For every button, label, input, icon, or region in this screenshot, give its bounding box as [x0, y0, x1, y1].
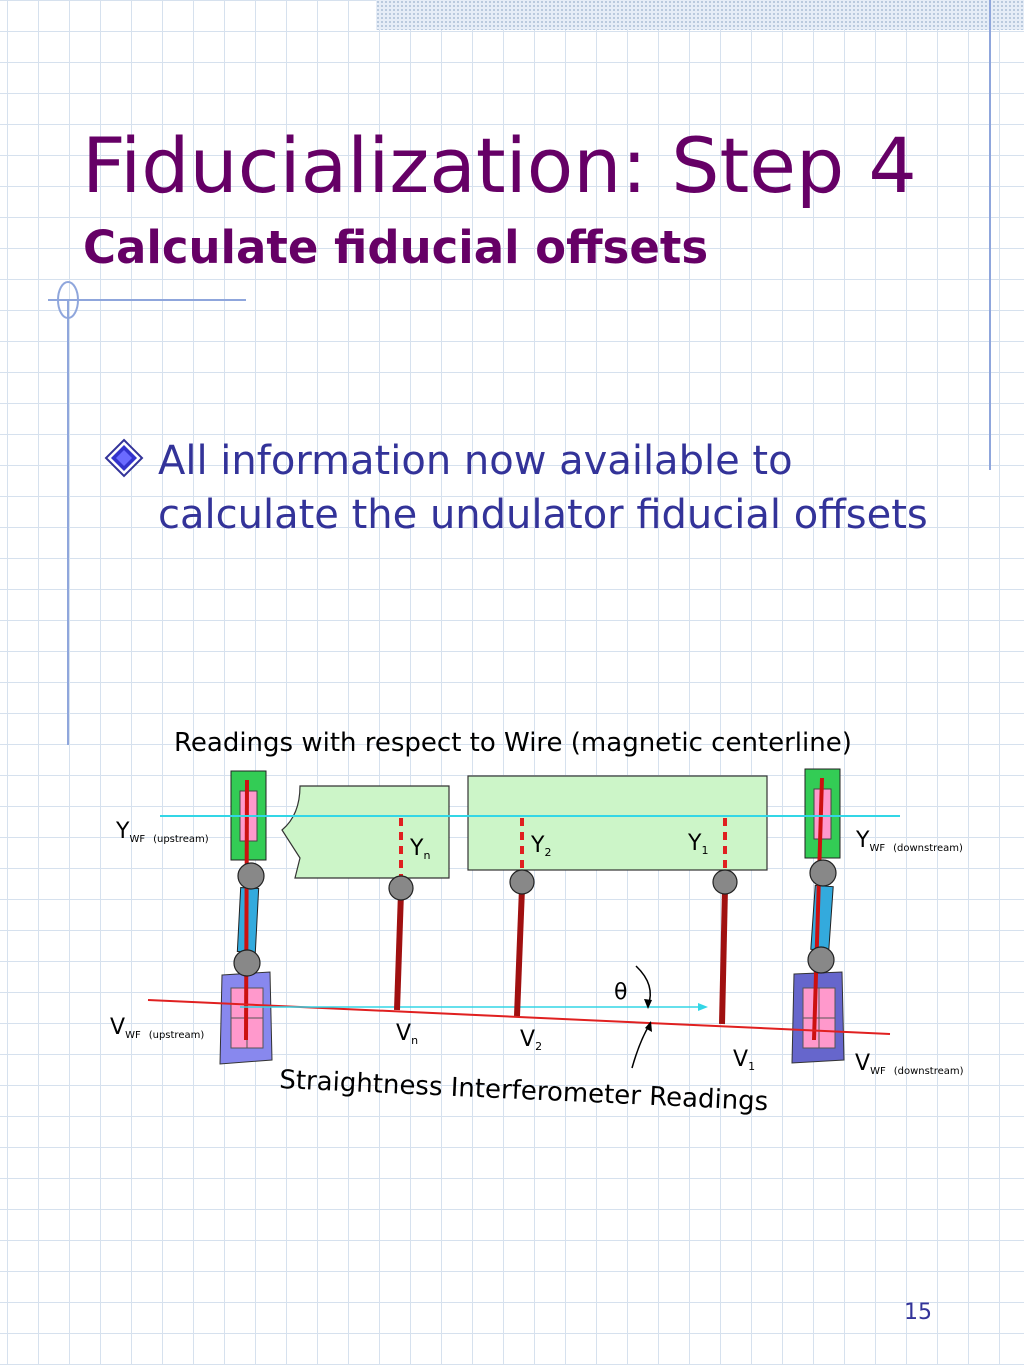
v1-label: V1 — [733, 1047, 755, 1073]
page-number: 15 — [904, 1300, 932, 1325]
diagram-footer: Straightness Interferometer Readings — [279, 1065, 769, 1117]
yn-label: Yn — [409, 836, 430, 862]
post-n — [388, 818, 414, 1011]
slide-title: Fiducialization: Step 4 — [82, 121, 917, 210]
theta-label: θ — [614, 980, 627, 1005]
y1-label: Y1 — [687, 831, 708, 857]
undulator-module-1 — [467, 775, 768, 871]
bullet-item: All information now available to calcula… — [104, 434, 944, 542]
upstream-stand — [219, 770, 273, 1065]
slide-frame-lines — [48, 0, 991, 745]
post-1 — [712, 818, 738, 1025]
interferometer-line — [147, 999, 891, 1035]
y2-label: Y2 — [530, 833, 551, 859]
slide-subtitle: Calculate fiducial offsets — [83, 221, 709, 274]
header-pattern — [376, 0, 1024, 30]
downstream-stand — [791, 768, 845, 1064]
ywf-upstream-label: YWF(upstream) — [115, 819, 209, 845]
vn-label: Vn — [396, 1021, 418, 1047]
undulator-module-n — [281, 785, 450, 879]
vwf-upstream-label: VWF(upstream) — [110, 1015, 204, 1041]
ywf-downstream-label: YWF(downstream) — [855, 828, 963, 854]
post-2 — [509, 818, 535, 1017]
reference-arrow — [240, 1003, 708, 1011]
bullet-text: All information now available to calcula… — [158, 438, 928, 538]
theta-angle: θ — [614, 965, 652, 1069]
vwf-downstream-label: VWF(downstream) — [855, 1051, 964, 1077]
diamond-bullet-icon — [104, 438, 144, 478]
diagram-heading: Readings with respect to Wire (magnetic … — [174, 728, 852, 758]
v2-label: V2 — [520, 1027, 542, 1053]
